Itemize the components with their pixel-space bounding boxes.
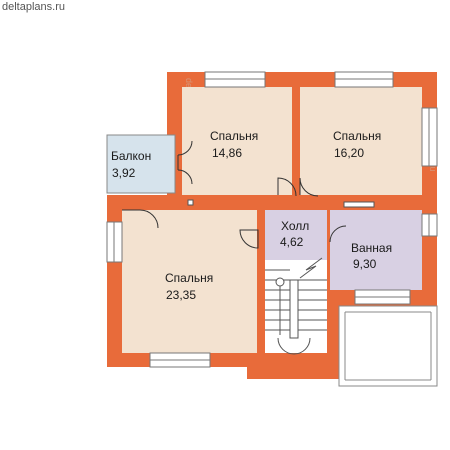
balcony-area: 3,92 — [112, 166, 136, 180]
windows — [106, 71, 438, 368]
doors — [122, 140, 347, 249]
bedroom-1-area: 14,86 — [212, 146, 242, 160]
balcony-name: Балкон — [111, 149, 151, 163]
bedroom-3-name: Спальня — [165, 271, 213, 285]
bedroom-2-area: 16,20 — [334, 146, 364, 160]
room-bathroom — [330, 210, 422, 290]
bathroom-area: 9,30 — [353, 257, 377, 271]
staircase — [265, 257, 327, 355]
hall-area: 4,62 — [280, 235, 304, 249]
room-bedroom-2 — [300, 87, 422, 195]
room-bedroom-1 — [182, 87, 292, 195]
bedroom-3-area: 23,35 — [166, 288, 196, 302]
room-labels: Спальня 14,86 Спальня 16,20 Балкон 3,92 … — [111, 129, 392, 302]
room-bedroom-3 — [122, 210, 257, 353]
bathroom-name: Ванная — [351, 241, 392, 255]
room-balcony — [106, 134, 176, 194]
site-url-label: deltaplans.ru — [2, 1, 65, 13]
hall-name: Холл — [281, 219, 309, 233]
bedroom-2-name: Спальня — [333, 129, 381, 143]
radiator — [343, 201, 375, 208]
bedroom-1-name: Спальня — [210, 129, 258, 143]
terrace — [338, 305, 438, 387]
vent — [187, 199, 194, 206]
